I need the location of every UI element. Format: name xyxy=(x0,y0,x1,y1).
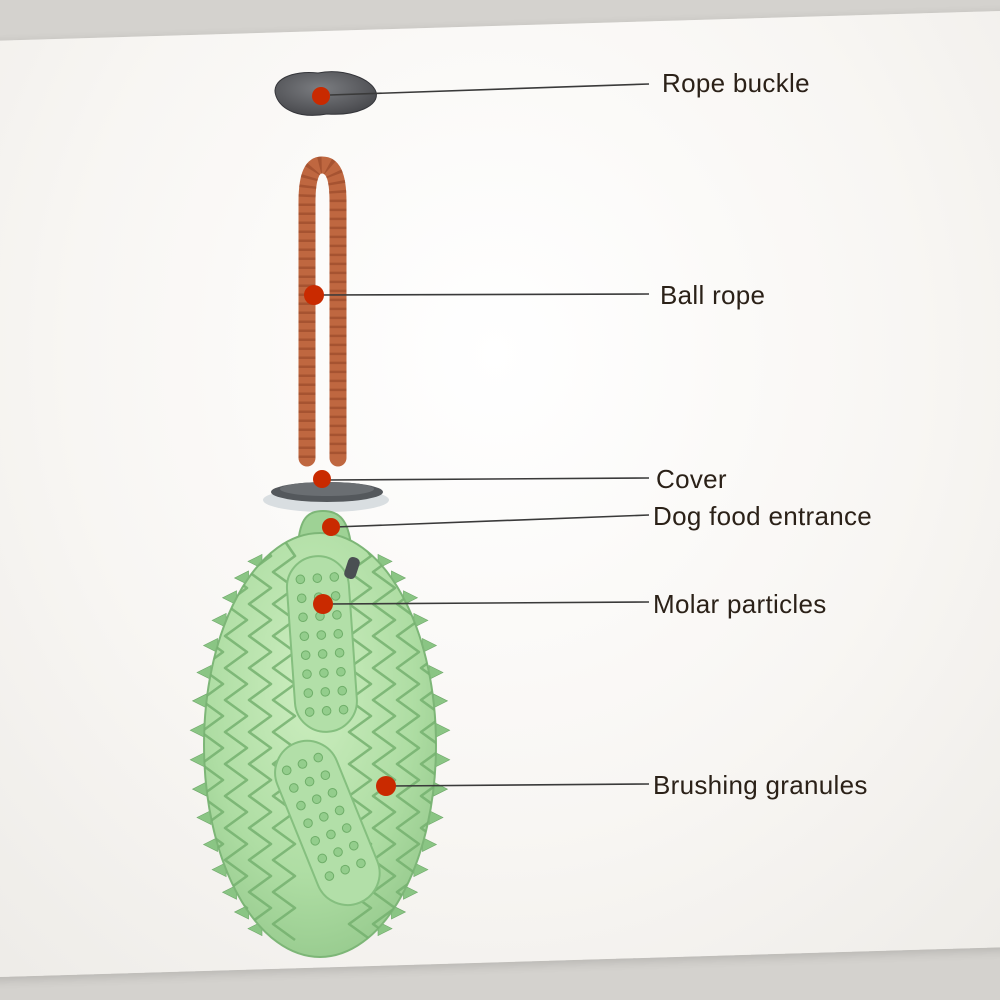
leader-lines xyxy=(317,83,650,787)
leader-rope-buckle xyxy=(329,83,650,96)
marker-brushing-granules xyxy=(376,776,396,796)
ball-rope-illustration xyxy=(298,156,347,467)
leader-cover xyxy=(326,477,650,481)
leader-molar-particles xyxy=(326,601,650,605)
leader-ball-rope xyxy=(317,293,650,296)
leader-dog-food-entrance xyxy=(334,514,650,528)
marker-cover xyxy=(313,470,331,488)
leader-brushing-granules xyxy=(389,783,650,787)
marker-dots xyxy=(304,87,396,796)
marker-molar-particles xyxy=(313,594,333,614)
marker-dog-food-entrance xyxy=(322,518,340,536)
cover-illustration xyxy=(263,482,389,512)
toy-body-illustration xyxy=(189,509,451,958)
marker-rope-buckle xyxy=(312,87,330,105)
marker-ball-rope xyxy=(304,285,324,305)
